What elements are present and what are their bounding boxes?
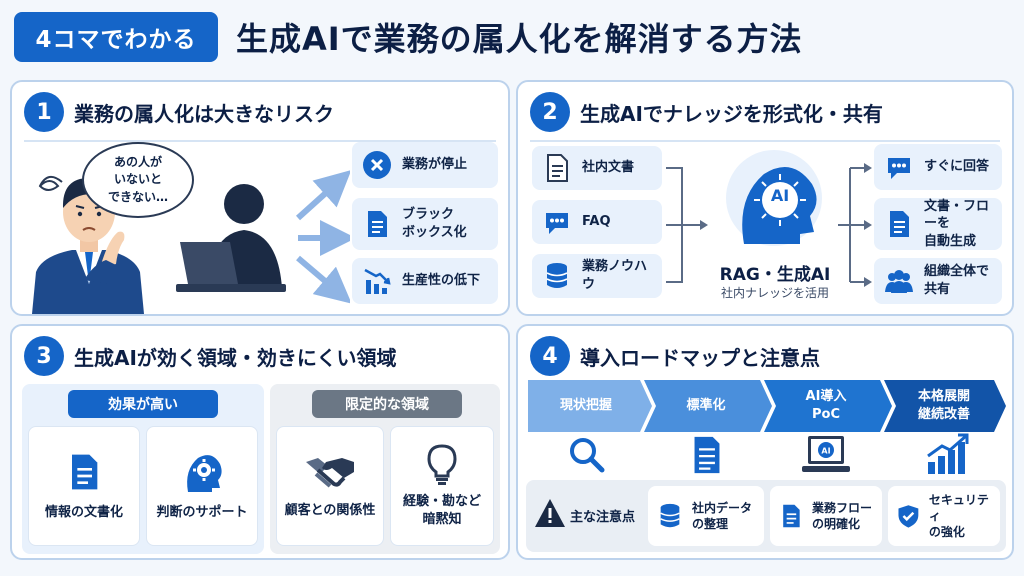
source-label: 業務ノウハウ	[582, 259, 648, 292]
document-icon	[368, 211, 387, 237]
source-label: 社内文書	[582, 160, 635, 176]
shield-icon	[898, 505, 919, 528]
output-item: すぐに回答	[874, 144, 1002, 190]
document-icon	[72, 454, 98, 490]
step-label: AI導入 PoC	[805, 389, 847, 422]
laptop-ai-icon: AI	[802, 436, 850, 472]
source-item: 社内文書	[532, 146, 662, 190]
handshake-icon	[306, 457, 354, 488]
step-shape	[884, 380, 1006, 432]
risk-label: ブラック ボックス化	[402, 207, 467, 240]
area-card: 顧客との関係性	[276, 426, 384, 546]
group-icon	[885, 270, 913, 293]
limited-label: 限定的な領域	[312, 390, 462, 418]
output-label: すぐに回答	[924, 159, 990, 175]
panel-number: 2	[530, 92, 570, 132]
arrows-icon	[295, 169, 350, 304]
panel-number: 4	[530, 336, 570, 376]
chat-icon	[888, 158, 910, 179]
panel-title: 生成AIでナレッジを形式化・共有	[580, 102, 883, 126]
document-icon	[783, 504, 800, 528]
bubble-line: できない…	[107, 189, 168, 204]
document-icon	[890, 211, 909, 237]
magnifier-icon	[570, 438, 605, 473]
chart-down-icon	[364, 268, 391, 294]
split-arrows-icon	[838, 163, 872, 287]
output-label: 組織全体で共有	[924, 264, 990, 297]
header-badge: 4コマでわかる	[14, 12, 218, 62]
ai-head-icon	[726, 150, 822, 246]
area-label: 経験・勘など 暗黙知	[402, 493, 481, 527]
chat-icon	[546, 213, 568, 234]
area-label: 判断のサポート	[156, 504, 248, 520]
step-shape	[528, 380, 652, 432]
database-icon	[546, 263, 568, 288]
area-card: 経験・勘など 暗黙知	[390, 426, 494, 546]
caution-label: 主な注意点	[570, 510, 636, 525]
risk-item: ブラック ボックス化	[352, 198, 498, 250]
source-item: 業務ノウハウ	[532, 254, 662, 298]
bubble-line: あの人が	[113, 154, 162, 169]
center-title: RAG・生成AI	[719, 265, 831, 285]
area-card: 判断のサポート	[146, 426, 258, 546]
center-subtitle: 社内ナレッジを活用	[720, 286, 829, 300]
chart-up-icon	[927, 433, 969, 474]
svg-text:AI: AI	[821, 447, 830, 456]
x-circle-icon	[363, 151, 391, 179]
caution-text: セキュリティ の強化	[928, 492, 989, 540]
output-item: 文書・フローを 自動生成	[874, 198, 1002, 250]
source-label: FAQ	[582, 214, 611, 230]
bubble-line: いないと	[113, 172, 162, 187]
page-title: 生成AIで業務の属人化を解消する方法	[236, 20, 803, 58]
step-shape	[644, 380, 772, 432]
high-effect-label: 効果が高い	[68, 390, 218, 418]
ai-badge: AI	[770, 186, 790, 205]
panel-knowledge: 2 生成AIでナレッジを形式化・共有 社内文書 FAQ 業務ノウハウ	[516, 80, 1014, 316]
caution-item: 業務フロー の明確化	[770, 486, 882, 546]
caution-text: 業務フロー の明確化	[812, 500, 873, 531]
risk-item: 業務が停止	[352, 142, 498, 188]
risk-label: 生産性の低下	[402, 273, 481, 289]
head-gear-icon	[187, 454, 222, 492]
merge-arrows-icon	[666, 167, 708, 283]
lightbulb-icon	[427, 444, 457, 485]
panel-areas: 3 生成AIが効く領域・効きにくい領域 効果が高い 情報の文書化 判断のサポート…	[10, 324, 510, 560]
source-item: FAQ	[532, 200, 662, 244]
panel-roadmap: 4 導入ロードマップと注意点 現状把握 標準化 AI導入 PoC 本格展開 継続…	[516, 324, 1014, 560]
document-icon	[694, 436, 720, 474]
document-icon	[547, 154, 568, 182]
output-item: 組織全体で共有	[874, 258, 1002, 304]
speech-bubble: あの人が いないと できない…	[82, 142, 194, 218]
risk-item: 生産性の低下	[352, 258, 498, 304]
output-label: 文書・フローを 自動生成	[924, 198, 990, 249]
panel-title: 生成AIが効く領域・効きにくい領域	[74, 346, 397, 370]
panel-title: 業務の属人化は大きなリスク	[74, 102, 334, 126]
area-label: 情報の文書化	[44, 504, 123, 520]
caution-text: 社内データ の整理	[692, 500, 753, 531]
caution-item: セキュリティ の強化	[888, 486, 1000, 546]
step-label: 現状把握	[559, 398, 612, 414]
warning-icon	[535, 499, 565, 527]
database-icon	[660, 503, 680, 528]
panel-number: 3	[24, 336, 64, 376]
divider	[24, 140, 496, 142]
area-card: 情報の文書化	[28, 426, 140, 546]
step-shape	[764, 380, 892, 432]
step-label: 標準化	[686, 398, 726, 414]
divider	[530, 140, 1000, 142]
caution-item: 社内データ の整理	[648, 486, 764, 546]
silhouette-laptop-icon	[176, 184, 286, 292]
panel-title: 導入ロードマップと注意点	[580, 346, 820, 370]
area-label: 顧客との関係性	[284, 502, 376, 518]
panel-risk: 1 業務の属人化は大きなリスク あの人が いないと できない…	[10, 80, 510, 316]
step-label: 本格展開 継続改善	[917, 389, 970, 422]
panel-number: 1	[24, 92, 64, 132]
roadmap-arrows	[528, 380, 1006, 432]
risk-label: 業務が停止	[402, 157, 468, 173]
